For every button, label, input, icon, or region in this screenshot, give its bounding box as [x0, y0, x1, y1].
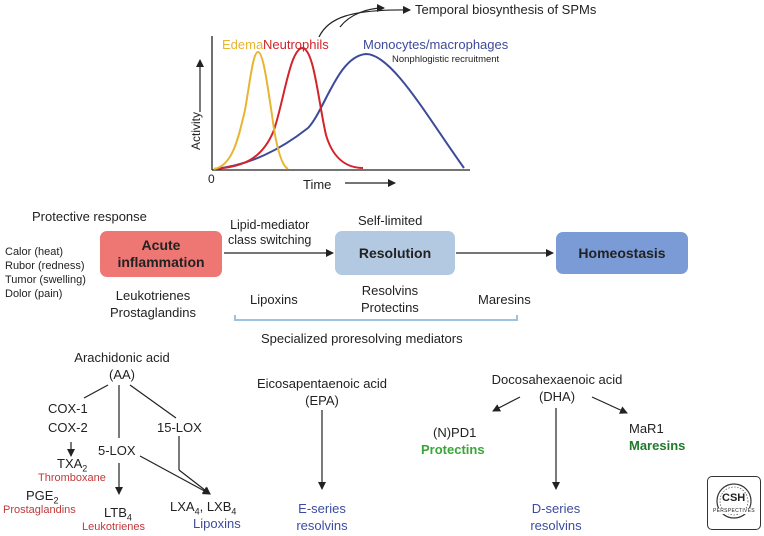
resolvins-protectins-label: Resolvins Protectins — [361, 282, 419, 316]
resolution-box: Resolution — [335, 231, 455, 275]
epa-title-line1: Eicosapentaenoic acid — [256, 376, 388, 391]
sign-tumor: Tumor (swelling) — [5, 274, 86, 286]
spm-bracket — [234, 315, 518, 321]
lipoxins-blue-label: Lipoxins — [193, 516, 241, 531]
aa-to-15lox-line — [129, 384, 177, 419]
homeostasis-box: Homeostasis — [556, 232, 688, 274]
txa-text: TXA — [57, 456, 83, 471]
nonphlogistic-label: Nonphlogistic recruitment — [392, 54, 500, 65]
maresins-green-label: Maresins — [629, 438, 686, 453]
aa-title-line1: Arachidonic acid — [74, 350, 170, 365]
txa2-label: TXA2 — [57, 456, 87, 474]
origin-label: 0 — [208, 172, 215, 186]
thromboxane-label: Thromboxane — [38, 472, 106, 484]
edema-label: Edema — [222, 37, 264, 52]
cox-label: COX-1 COX-2 — [48, 399, 88, 437]
time-axis-label: Time — [303, 177, 332, 192]
temporal-label: Temporal biosynthesis of SPMs — [415, 2, 597, 17]
aa-title: Arachidonic acid (AA) — [62, 349, 182, 383]
protectins-green-label: Protectins — [421, 442, 485, 457]
aa-to-cox-line — [83, 384, 109, 399]
lipid-switch-line2: class switching — [228, 233, 312, 247]
d-series-line: D-series — [531, 501, 581, 516]
5lox-to-lxa-arrow — [139, 455, 211, 495]
neutrophils-curve — [213, 46, 364, 170]
resolvins-line: Resolvins — [361, 283, 419, 298]
lxa-text: LXA — [170, 499, 195, 514]
ltb4-label: LTB4 — [104, 505, 132, 523]
leukotrienes-line: Leukotrienes — [115, 288, 191, 303]
pge-subscript: 2 — [53, 495, 59, 506]
logo-text: CSH — [722, 492, 746, 504]
ltb-text: LTB — [104, 505, 127, 520]
cox1-line: COX-1 — [48, 401, 88, 416]
sign-dolor: Dolor (pain) — [5, 288, 63, 300]
15lox-to-lxa-arrow — [178, 469, 211, 495]
maresins-flow-label: Maresins — [478, 292, 531, 307]
epa-title-line2: (EPA) — [305, 393, 339, 408]
pge-text: PGE — [26, 488, 54, 503]
dha-title: Docosahexaenoic acid (DHA) — [482, 371, 632, 405]
cox2-line: COX-2 — [48, 420, 88, 435]
cardinal-signs-list: Calor (heat) Rubor (redness) Tumor (swel… — [5, 245, 86, 301]
lxb-text: , LXB — [199, 499, 232, 514]
lipoxins-flow-label: Lipoxins — [250, 292, 298, 307]
5lox-label: 5-LOX — [98, 443, 136, 458]
homeostasis-label: Homeostasis — [578, 244, 666, 261]
dha-title-line1: Docosahexaenoic acid — [491, 372, 623, 387]
leukotrienes-red-label: Leukotrienes — [82, 521, 145, 533]
acute-label: Acute — [141, 237, 181, 253]
sign-calor: Calor (heat) — [5, 246, 64, 258]
edema-curve — [213, 50, 289, 170]
npd1-label: (N)PD1 — [433, 425, 477, 440]
temporal-arrow — [318, 5, 411, 38]
monocytes-label: Monocytes/macrophages — [363, 37, 509, 52]
15lox-label: 15-LOX — [157, 420, 202, 435]
e-series-line: E-series — [298, 501, 346, 516]
neutrophils-label: Neutrophils — [263, 37, 329, 52]
csh-perspectives-logo: CSH PERSPECTIVES — [707, 476, 761, 530]
dha-to-mar1-arrow — [591, 396, 628, 414]
activity-axis-label: Activity — [189, 112, 203, 151]
protective-response-label: Protective response — [32, 209, 147, 224]
logo-ring-graphic — [716, 483, 752, 519]
e-resolvins-line: resolvins — [296, 518, 348, 533]
ltb-subscript: 4 — [126, 512, 132, 523]
pge2-label: PGE2 — [26, 488, 58, 506]
lipid-switch-line1: Lipid-mediator — [230, 218, 310, 232]
leukotrienes-prostaglandins-label: Leukotrienes Prostaglandins — [110, 287, 196, 321]
dha-title-line2: (DHA) — [538, 389, 576, 404]
lxa4-lxb4-label: LXA4, LXB4 — [170, 499, 236, 517]
dha-to-npd1-arrow — [492, 396, 521, 412]
protectins-line: Protectins — [361, 300, 419, 315]
inflammation-label: inflammation — [117, 254, 205, 270]
e-series-resolvins-label: E-series resolvins — [282, 500, 362, 534]
lipid-switch-label: Lipid-mediator class switching — [228, 218, 311, 248]
resolution-label: Resolution — [358, 244, 432, 261]
epa-title: Eicosapentaenoic acid (EPA) — [246, 375, 398, 409]
prostaglandins-line: Prostaglandins — [110, 305, 196, 320]
spm-label: Specialized proresolving mediators — [261, 331, 463, 346]
prostaglandins-red-label: Prostaglandins — [3, 504, 76, 516]
logo-subtext: PERSPECTIVES — [713, 508, 755, 514]
acute-inflammation-box: Acute inflammation — [100, 231, 222, 277]
self-limited-label: Self-limited — [358, 213, 423, 228]
aa-title-line2: (AA) — [109, 367, 135, 382]
d-resolvins-line: resolvins — [530, 518, 582, 533]
d-series-resolvins-label: D-series resolvins — [516, 500, 596, 534]
sign-rubor: Rubor (redness) — [5, 260, 85, 272]
lxa-subscript: 4 — [194, 506, 200, 517]
txa-subscript: 2 — [82, 463, 88, 474]
lxb-subscript: 4 — [231, 506, 237, 517]
mar1-label: MaR1 — [629, 421, 664, 436]
monocytes-curve — [213, 52, 465, 170]
temporal-arrow-short — [339, 4, 385, 28]
